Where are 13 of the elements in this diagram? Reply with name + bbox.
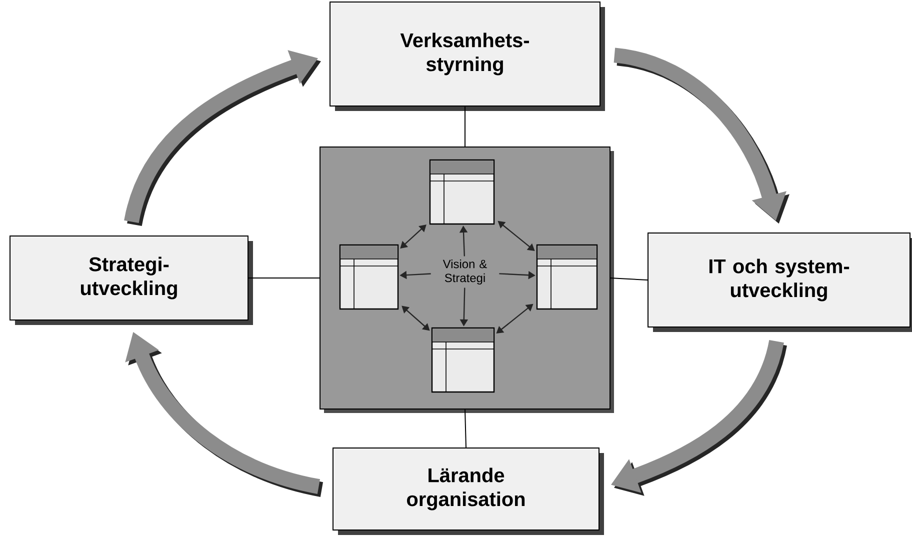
process-box: Strategi-utveckling: [10, 236, 253, 325]
connector-line: [464, 106, 466, 147]
arrow: [402, 306, 430, 331]
table-window: [339, 244, 399, 310]
process-box: Verksamhets-styrning: [330, 2, 605, 111]
center-label: Vision & Strategi: [442, 259, 487, 285]
process-box: IT och system-utveckling: [648, 232, 912, 332]
process-box: Lärande organisation: [332, 448, 604, 535]
table-window: [431, 327, 495, 393]
table-window: [429, 159, 495, 225]
table-window: [536, 244, 598, 310]
connector-line: [610, 278, 648, 280]
connector-line: [464, 409, 466, 448]
